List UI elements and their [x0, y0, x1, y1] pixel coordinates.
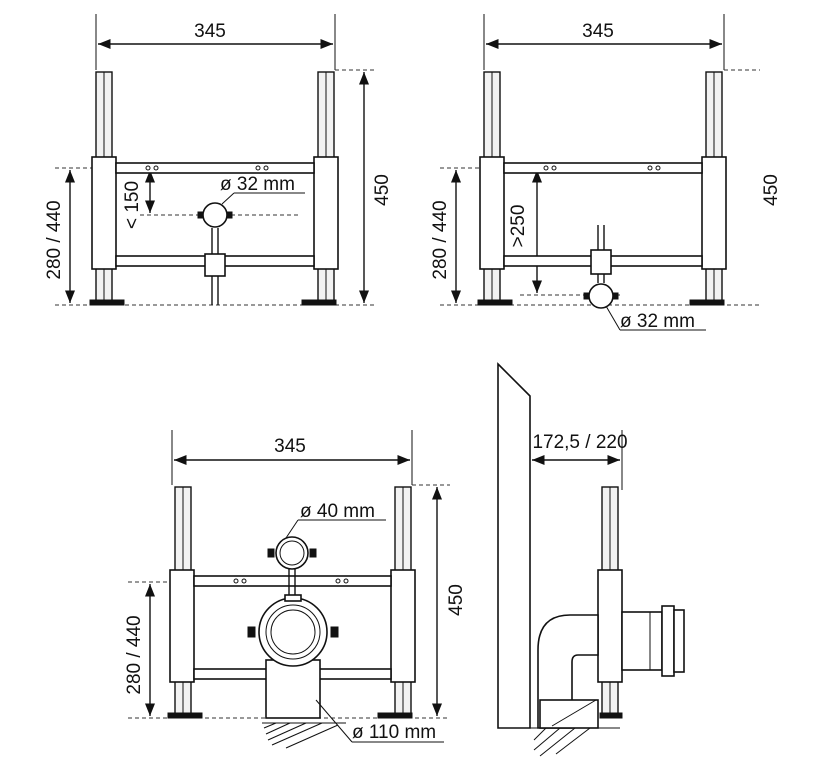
adjust-label: 280 / 440 — [124, 615, 145, 694]
view-bottom-right: 172,5 / 220 — [497, 362, 685, 757]
height-label: 450 — [761, 174, 782, 206]
wall-section — [497, 362, 531, 729]
view-bottom-left: 345 450 280 / 440 ø 40 mm — [124, 430, 467, 749]
offset-label: >250 — [508, 205, 529, 248]
pipe-110-icon — [258, 597, 328, 667]
width-label: 345 — [194, 21, 226, 42]
width-label: 345 — [274, 436, 306, 457]
pipe-small-label: ø 40 mm — [300, 501, 375, 522]
width-label: 345 — [582, 21, 614, 42]
pipe-40-icon — [275, 536, 309, 570]
view-top-left: 345 450 280 / 440 < 150 — [44, 14, 393, 306]
offset-label: < 150 — [122, 181, 143, 229]
height-label: 450 — [372, 174, 393, 206]
depth-label: 172,5 / 220 — [532, 432, 627, 453]
view-top-right: 345 450 280 / 440 >250 ø 32 mm — [430, 14, 782, 332]
adjust-label: 280 / 440 — [44, 200, 65, 279]
pipe-label: ø 32 mm — [620, 311, 695, 332]
pipe-label: ø 32 mm — [220, 174, 295, 195]
pipe-32-icon — [202, 202, 228, 228]
adjust-label: 280 / 440 — [430, 200, 451, 279]
pipe-32-icon — [588, 283, 614, 309]
pipe-large-label: ø 110 mm — [352, 722, 436, 743]
height-label: 450 — [446, 584, 467, 616]
